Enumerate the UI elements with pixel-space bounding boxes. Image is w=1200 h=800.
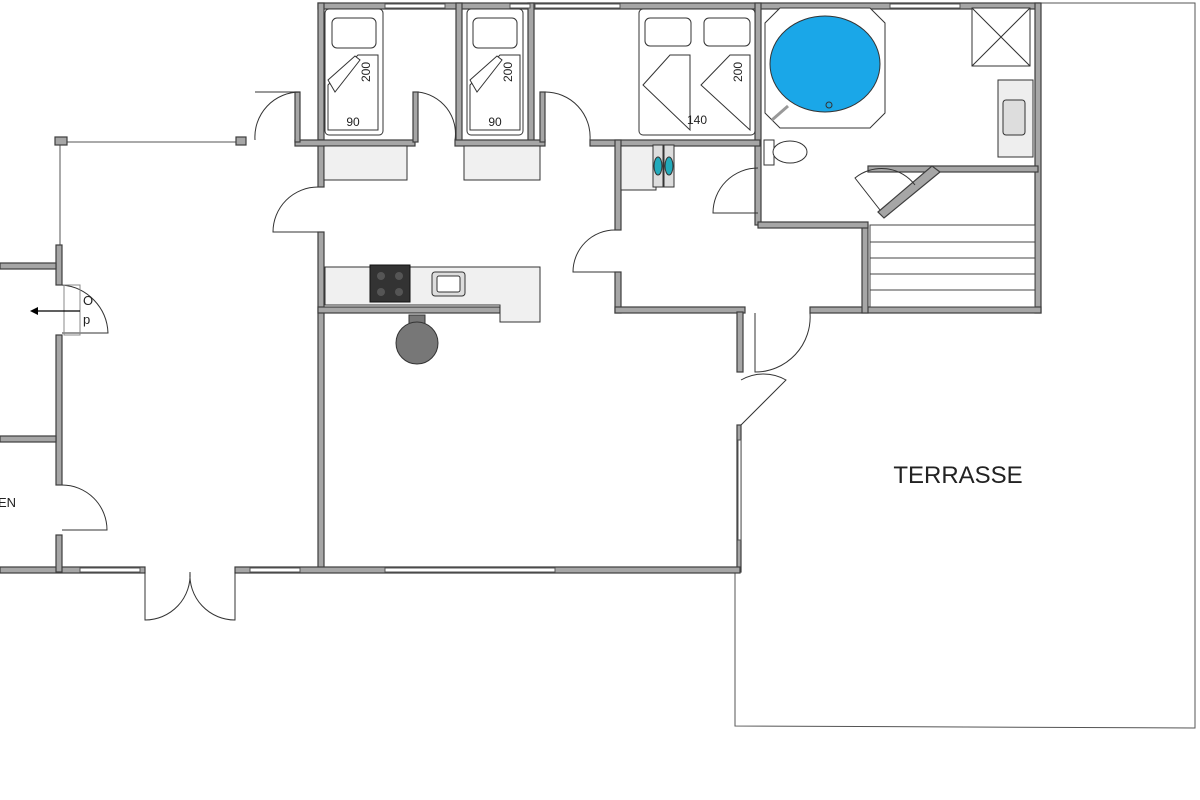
burners [377,272,403,296]
wall-post [54,136,68,146]
stairs [869,224,1036,308]
shower-lines [971,7,1031,67]
bed-width-label: 90 [488,115,502,129]
stove-icon [369,264,411,303]
symbol-o: O [83,293,93,308]
doors [61,91,916,621]
bed-length-label: 200 [731,62,745,82]
windows [79,3,961,573]
room-label-partial: EN [0,495,16,510]
tap [771,104,789,122]
toilet-tank [763,139,775,166]
bathtub-icon [769,15,881,113]
bathroom-sink-icon [1002,99,1026,136]
wall-post [235,136,247,146]
arrow-icon [30,307,38,315]
bed-width-label: 140 [687,113,707,127]
bed-length-label: 200 [359,62,373,82]
bed-2: 90 200 [466,8,524,136]
terrace-outline [734,2,1196,729]
sink-basin [436,275,461,293]
terrace-label: TERRASSE [893,462,1022,489]
cabinet [620,145,657,191]
toilet-icon [772,140,808,164]
drain [825,101,833,109]
wardrobe [463,145,541,181]
bed-1: 90 200 [324,8,384,136]
bed-length-label: 200 [501,62,515,82]
symbol-p: p [83,312,90,327]
bed-3: 140 200 [638,8,756,136]
washing-machines [652,144,675,188]
opening-frame [63,284,81,336]
dining-table [395,321,439,365]
bed-width-label: 90 [346,115,360,129]
wardrobe [323,145,408,181]
